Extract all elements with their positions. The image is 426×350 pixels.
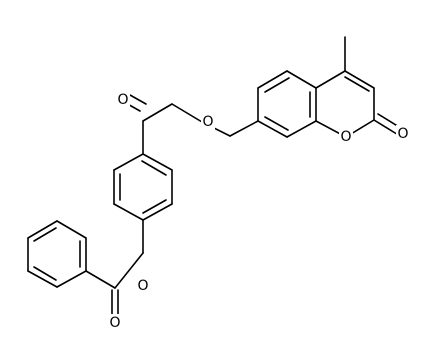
phenylene-ring [113,153,173,221]
benzoate-ester-linkage [85,219,144,289]
atom-label-ether-oxygen: O [201,113,215,131]
svg-text:O: O [340,129,351,145]
atom-label-benzoyl-carbonyl-oxygen: O [108,314,122,332]
benzoyl-phenyl-ring [27,220,87,288]
svg-text:O: O [109,315,120,331]
coumarin-benzo-ring [257,70,317,138]
atom-label-ketone-oxygen: O [116,91,130,109]
atom-label-phenyl-ester-oxygen: O [136,277,150,295]
atom-label-lactone-carbonyl-oxygen: O [396,125,410,143]
benzoyl-carbonyl-bond [111,289,119,317]
svg-text:O: O [137,278,148,294]
oxyacetyl-linker [142,103,259,155]
atom-label-lactone-ring-oxygen: O [339,128,353,146]
svg-text:O: O [397,126,408,142]
svg-text:O: O [202,114,213,130]
coumarin-pyrone-ring [315,36,375,138]
svg-text:O: O [117,92,128,108]
